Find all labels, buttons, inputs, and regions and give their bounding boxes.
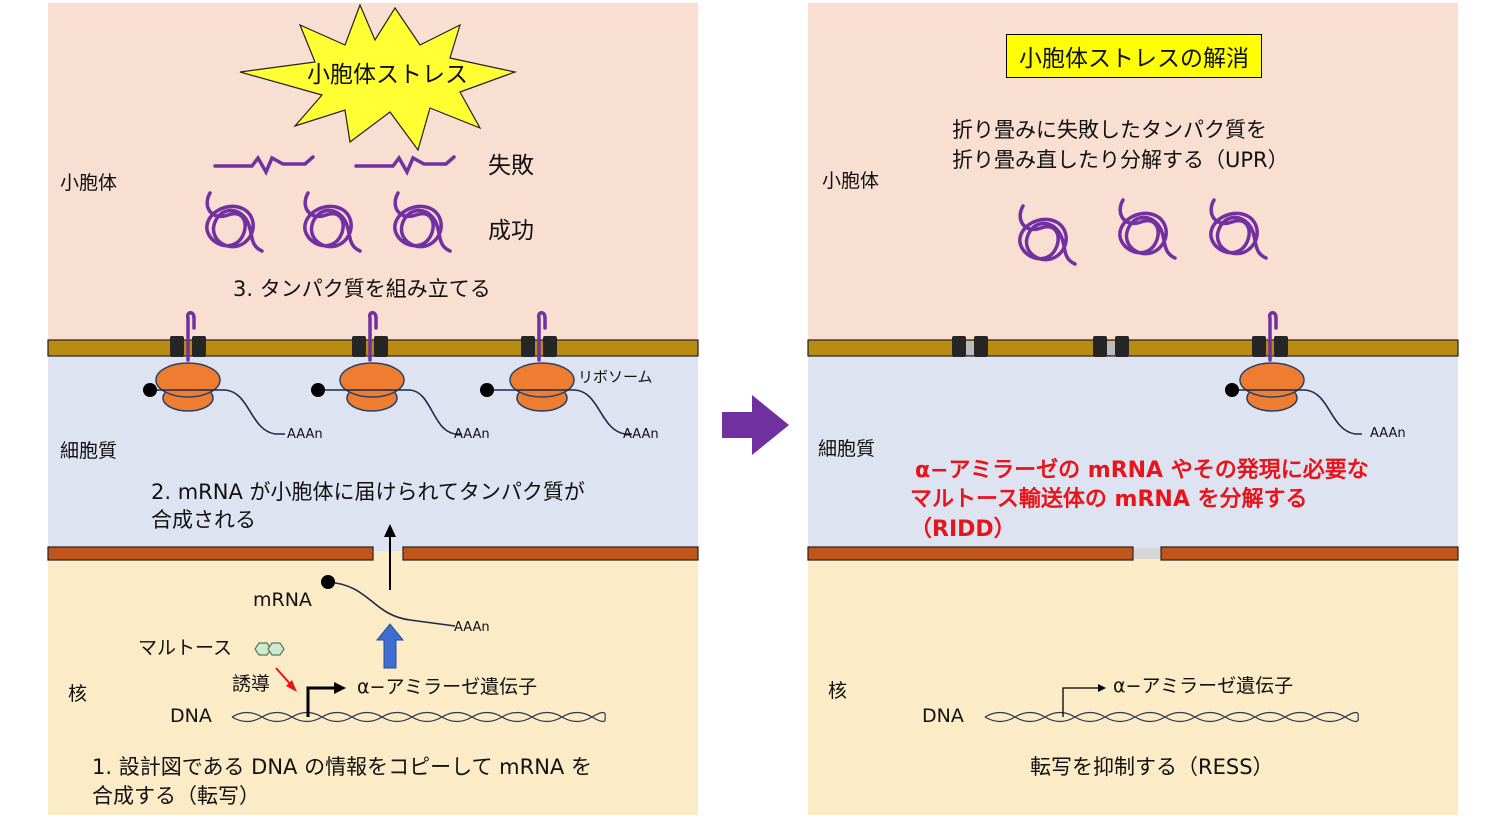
ridd-line3: （RIDD）: [910, 517, 1016, 542]
mrna-strands: [150, 389, 632, 435]
promoter-arrow: [306, 682, 346, 717]
ribosome-right: [1239, 362, 1305, 412]
misfolded-proteins: [213, 154, 456, 176]
nucleus-label-right: 核: [828, 680, 848, 702]
promoter-arrow-right: [1062, 684, 1106, 717]
nuclear-mrna-cap: [321, 575, 335, 589]
transition-arrow: [722, 395, 789, 455]
export-arrow: [384, 524, 396, 590]
upr-line2: 折り畳み直したり分解する（UPR）: [952, 148, 1289, 172]
transcription-up-arrow: [375, 623, 405, 669]
translocons-right: [952, 311, 1288, 362]
dna-helix-right: [984, 711, 1359, 723]
polya-label-right: AAAn: [1370, 426, 1406, 441]
mrna-label: mRNA: [253, 589, 312, 611]
mrna-strand-right: [1232, 389, 1362, 435]
er-membrane: [47, 339, 699, 357]
success-label: 成功: [488, 218, 534, 244]
induction-arrow: [275, 667, 297, 692]
cytoplasm-label-right: 細胞質: [818, 438, 876, 460]
polya-label-1: AAAn: [287, 427, 323, 442]
dna-label: DNA: [170, 705, 212, 727]
cytoplasm-label: 細胞質: [60, 440, 118, 462]
step1-line1: 1. 設計図である DNA の情報をコピーして mRNA を: [92, 755, 592, 779]
polya-label-4: AAAn: [454, 620, 490, 635]
right-panel: [807, 3, 1459, 815]
polya-label-3: AAAn: [623, 427, 659, 442]
maltose-label: マルトース: [138, 637, 233, 659]
er-membrane-right: [807, 339, 1459, 357]
resolution-title: 小胞体ストレスの解消: [1006, 34, 1262, 78]
step2-line1: 2. mRNA が小胞体に届けられてタンパク質が: [151, 480, 585, 504]
ridd-line1: α−アミラーゼの mRNA やその発現に必要な: [915, 458, 1369, 483]
mrna-cap-right: [1225, 383, 1239, 397]
stress-burst-label: 小胞体ストレス: [307, 62, 468, 88]
er-label: 小胞体: [60, 172, 118, 194]
nuclear-envelope-left: [47, 546, 374, 561]
left-panel: [47, 3, 699, 815]
translocons: [170, 311, 557, 362]
nucleus-label: 核: [68, 683, 88, 705]
dna-label-right: DNA: [922, 705, 964, 727]
er-label-right: 小胞体: [822, 170, 880, 192]
induction-label: 誘導: [232, 673, 271, 695]
stress-burst-star: [239, 3, 518, 152]
step2-line2: 合成される: [151, 508, 256, 532]
gene-label: α−アミラーゼ遺伝子: [357, 676, 538, 698]
nucleus-region-right: [808, 551, 1458, 815]
step3-label: 3. タンパク質を組み立てる: [233, 277, 491, 301]
upr-line1: 折り畳みに失敗したタンパク質を: [952, 118, 1267, 142]
cytoplasm-region-right: [808, 343, 1458, 551]
step1-line2: 合成する（転写）: [92, 784, 260, 808]
dna-helix-left: [231, 711, 606, 723]
nuclear-mrna: [327, 581, 456, 627]
mrna-caps: [143, 383, 494, 397]
gene-label-right: α−アミラーゼ遺伝子: [1113, 675, 1294, 697]
nucleus-region: [48, 551, 698, 815]
ribosome-label: リボソーム: [578, 368, 653, 386]
nuclear-envelope-right-b: [1160, 546, 1459, 561]
nuclear-pore-gap: [1134, 548, 1160, 559]
maltose-icon: [254, 642, 285, 656]
ress-label: 転写を抑制する（RESS）: [1030, 755, 1274, 779]
nuclear-envelope-right: [402, 546, 699, 561]
failed-label: 失敗: [488, 153, 534, 179]
nuclear-envelope-right-a: [807, 546, 1134, 561]
polya-label-2: AAAn: [454, 427, 490, 442]
ridd-line2: マルトース輸送体の mRNA を分解する: [910, 487, 1308, 512]
